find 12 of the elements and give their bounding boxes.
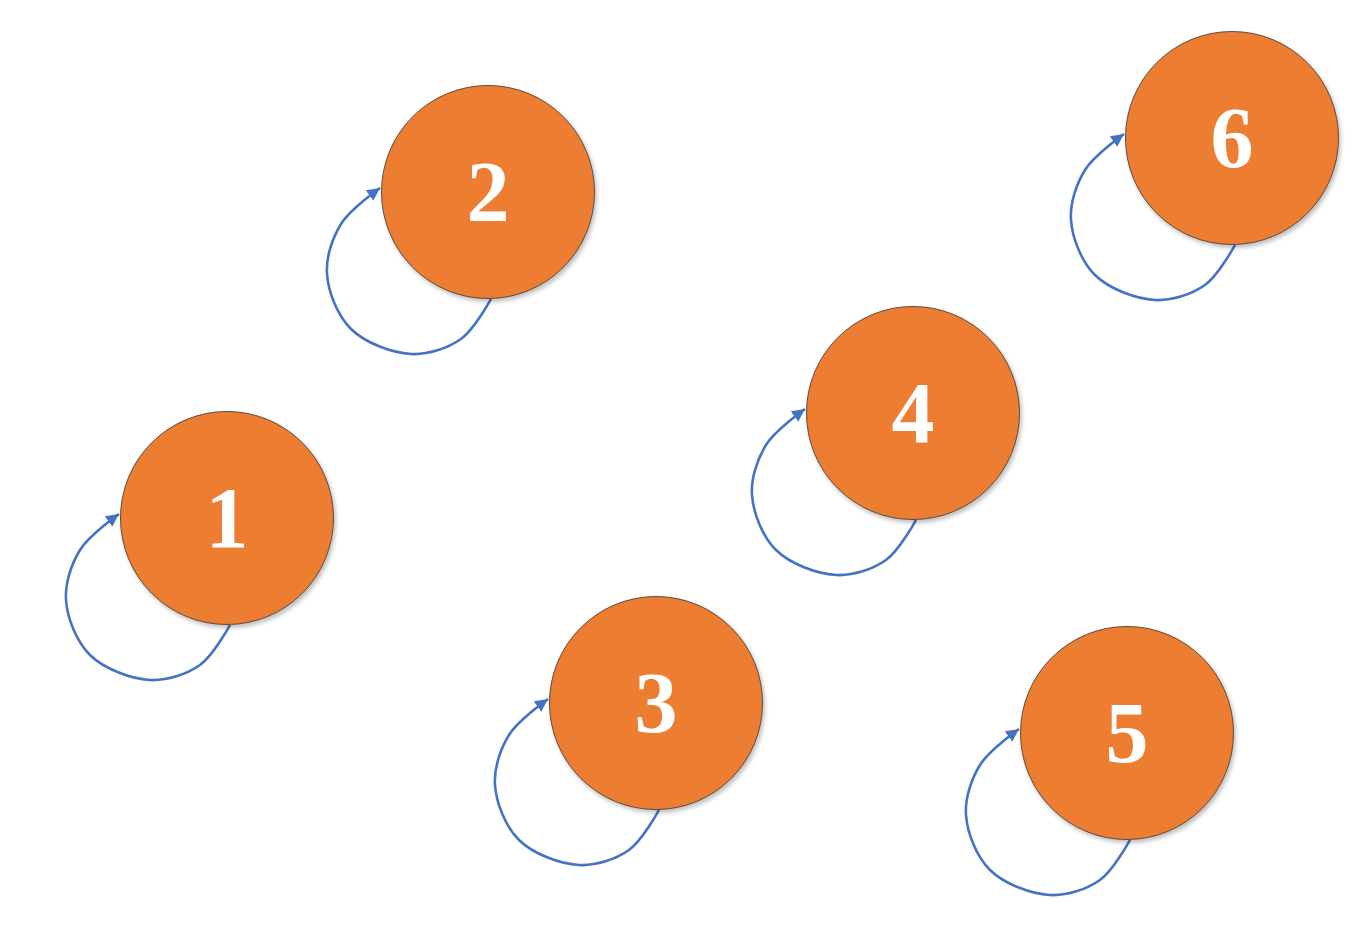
self-loop-arrow [64,512,232,682]
self-loop-arrow [493,697,661,867]
self-loop-arrow [964,727,1132,897]
node-number: 4 [891,370,935,456]
node-number: 2 [466,149,510,235]
node-number: 5 [1105,690,1149,776]
node-number: 6 [1210,95,1254,181]
self-loop-arrow [750,407,918,577]
node-number: 1 [205,475,249,561]
self-loop-arrow [325,186,493,356]
self-loop-arrow [1069,132,1237,302]
node-number: 3 [634,660,678,746]
